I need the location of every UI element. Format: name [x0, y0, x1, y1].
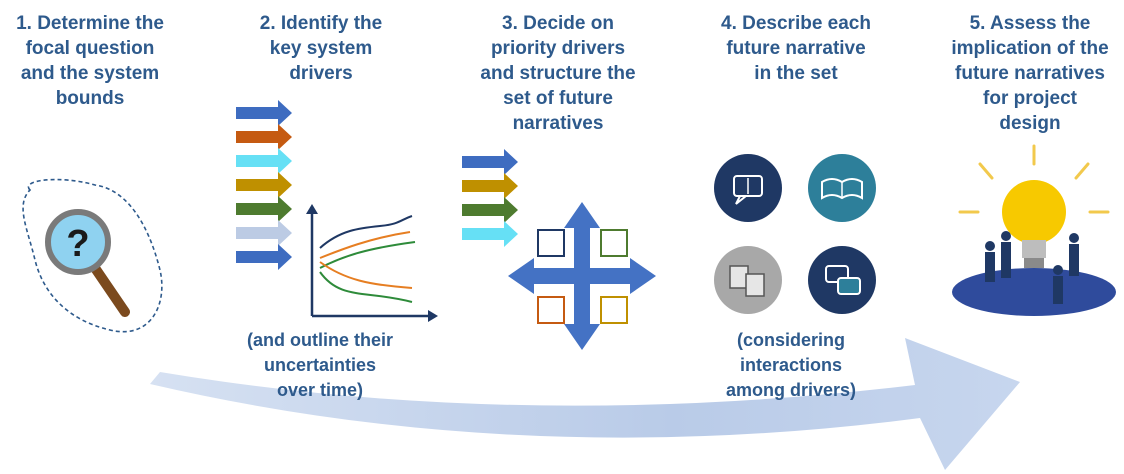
step-4-title: 4. Describe each future narrative in the…: [721, 13, 871, 84]
svg-text:?: ?: [66, 223, 89, 265]
step-4-note: (considering interactions among drivers): [725, 330, 857, 400]
step-2-title: 2. Identify the key system drivers: [259, 13, 383, 84]
chat-book-icon: [714, 154, 782, 222]
open-book-icon: [808, 154, 876, 222]
uncertainty-chart: [305, 200, 441, 322]
step-1-title: 1. Determine the focal question and the …: [16, 13, 164, 109]
step-5-title: 5. Assess the implication of the future …: [951, 13, 1109, 134]
step-3-title: 3. Decide on priority drivers and struct…: [480, 13, 636, 134]
discussion-icon: [808, 246, 876, 314]
step-2-note: (and outline their uncertainties over ti…: [247, 330, 393, 400]
documents-icon: [714, 246, 782, 314]
